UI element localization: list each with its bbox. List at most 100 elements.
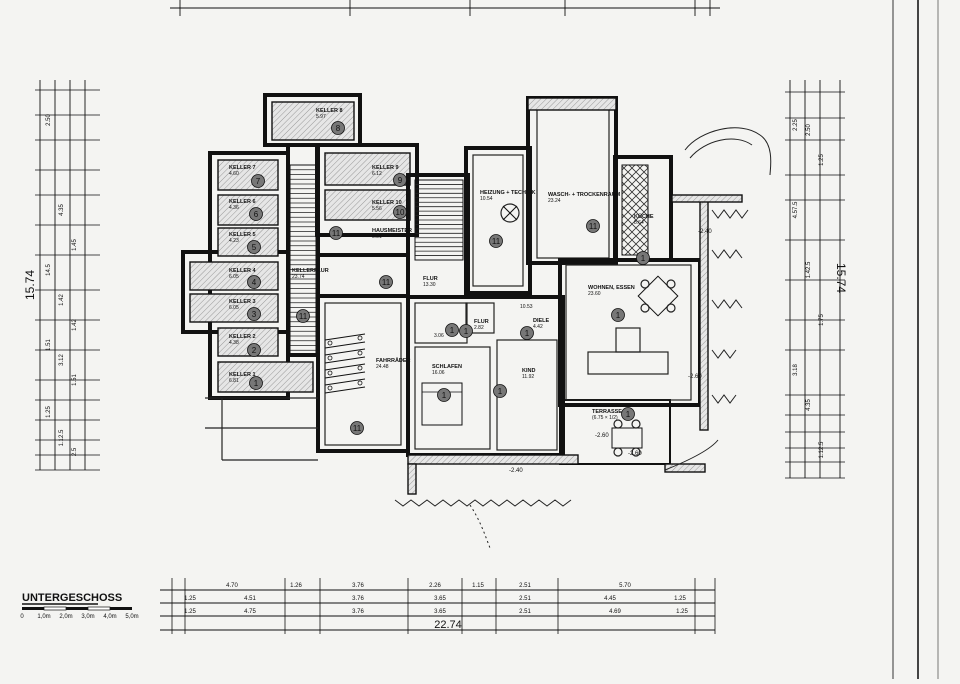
wall-heizung: [464, 146, 532, 295]
room-name: KELLER 10: [372, 200, 402, 206]
dimension-value: 1.25: [184, 609, 196, 615]
dimension-value: 2.51: [519, 583, 531, 589]
level-marker: -2.40: [698, 229, 712, 235]
room-number-badge: 8: [331, 121, 345, 135]
dimension-value: 4.35: [806, 399, 812, 411]
room-area: 24.48: [376, 364, 389, 370]
dimension-value: 1.25: [46, 406, 52, 418]
room-number-badge: 3: [247, 307, 261, 321]
dimension-value: 2.51: [519, 596, 531, 602]
room-name: KELLER 7: [229, 165, 256, 171]
level-marker: -2.60: [628, 451, 642, 457]
room-number: 6: [254, 210, 259, 219]
room-number: 11: [492, 237, 501, 246]
dimension-value: 14.5: [46, 264, 52, 276]
scan-edge: [892, 0, 939, 679]
room-area: 11.92: [522, 374, 534, 380]
room-name: KELLER 6: [229, 199, 256, 205]
dimension-value: 3.65: [434, 609, 446, 615]
scale-label: 5,0m: [125, 614, 138, 620]
room-number-badge: 1: [520, 326, 534, 340]
dimension-value: 2.26: [429, 583, 441, 589]
room-area: 5.97: [316, 114, 326, 120]
room-name: KIND: [522, 368, 535, 374]
dimension-value: 3.76: [352, 596, 364, 602]
room-name: WASCH- + TROCKENRAUM: [548, 192, 621, 198]
dimension-value: 5.70: [619, 583, 631, 589]
dimension-value: 3.76: [352, 583, 364, 589]
stair-kellerflur: [289, 164, 317, 356]
dimension-value: 1.42.5: [806, 261, 812, 278]
room-number: 1: [450, 326, 455, 335]
bike-symbols: [324, 333, 366, 394]
room-area: 5.51: [372, 234, 382, 240]
room-area: 16.06: [432, 370, 445, 376]
room-name: TERRASSE: [592, 409, 622, 415]
landscaping: [394, 127, 772, 549]
room-number: 11: [299, 312, 308, 321]
room-number-badge: 1: [611, 308, 625, 322]
top-dimension-line: [170, 0, 720, 16]
room-number: 1: [641, 254, 646, 263]
room-area: 5.56: [372, 206, 382, 212]
dimension-value: 1.25: [674, 596, 686, 602]
room-keller8: KELLER 85.978: [316, 108, 345, 135]
level-marker: -2.60: [688, 374, 702, 380]
scale-label: 3,0m: [81, 614, 94, 620]
room-number-badge: 1: [459, 324, 473, 338]
room-number: 4: [252, 278, 257, 287]
room-number: 1: [525, 329, 530, 338]
dimension-value: 2.50: [806, 124, 812, 136]
scale-label: 1,0m: [37, 614, 50, 620]
room-area: 3.06: [434, 333, 444, 339]
room-number: 1: [616, 311, 621, 320]
dimension-value: 1.25: [819, 154, 825, 166]
dimension-value: 4.69: [609, 609, 621, 615]
dimension-value: 2.50: [46, 114, 52, 126]
left-dimension-chain: 15.74 2.504.351.4514.51.421.421.513.121.…: [23, 80, 100, 471]
room-area: 2.82: [474, 325, 484, 331]
scale-label: 2,0m: [59, 614, 72, 620]
stair-flur: [414, 179, 464, 261]
room-keller7: KELLER 74.607: [229, 165, 265, 188]
entry-steps: [205, 397, 318, 461]
room-name: KELLER 2: [229, 334, 256, 340]
dimension-value: 1.25: [184, 596, 196, 602]
room-number: 5: [252, 243, 257, 252]
dimension-value: 1.42: [72, 319, 78, 331]
room-area: 4.42: [533, 324, 543, 330]
dimension-value: 1.42: [59, 294, 65, 306]
room-number-badge: 5: [247, 240, 261, 254]
dimension-value: 2.25: [793, 119, 799, 131]
room-keller3: KELLER 36.053: [229, 299, 261, 321]
room-number: 10: [396, 208, 405, 217]
dimension-value: 4.70: [226, 583, 238, 589]
room-number: 3: [252, 310, 257, 319]
room-number-badge: 1: [445, 323, 459, 337]
room-area: 4.36: [229, 205, 239, 211]
room-name: KÜCHE: [634, 213, 654, 220]
scale-label: 4,0m: [103, 614, 116, 620]
room-name: HAUSMEISTER: [372, 228, 412, 234]
room-number: 1: [442, 391, 447, 400]
room-keller6: KELLER 64.36 6: [229, 199, 263, 221]
room-keller2: KELLER 24.382: [229, 334, 261, 357]
room-area: 6.05: [229, 305, 239, 311]
south-retaining-wall: [407, 454, 579, 465]
room-number: 9: [398, 176, 403, 185]
room-area: 10.54: [480, 196, 493, 202]
room-number-badge: 11: [350, 421, 364, 435]
dimension-value: 2.5: [72, 447, 78, 456]
room-name: SCHLAFEN: [432, 364, 462, 370]
dimension-value: 1.15: [472, 583, 484, 589]
room-area: 4.60: [229, 171, 239, 177]
